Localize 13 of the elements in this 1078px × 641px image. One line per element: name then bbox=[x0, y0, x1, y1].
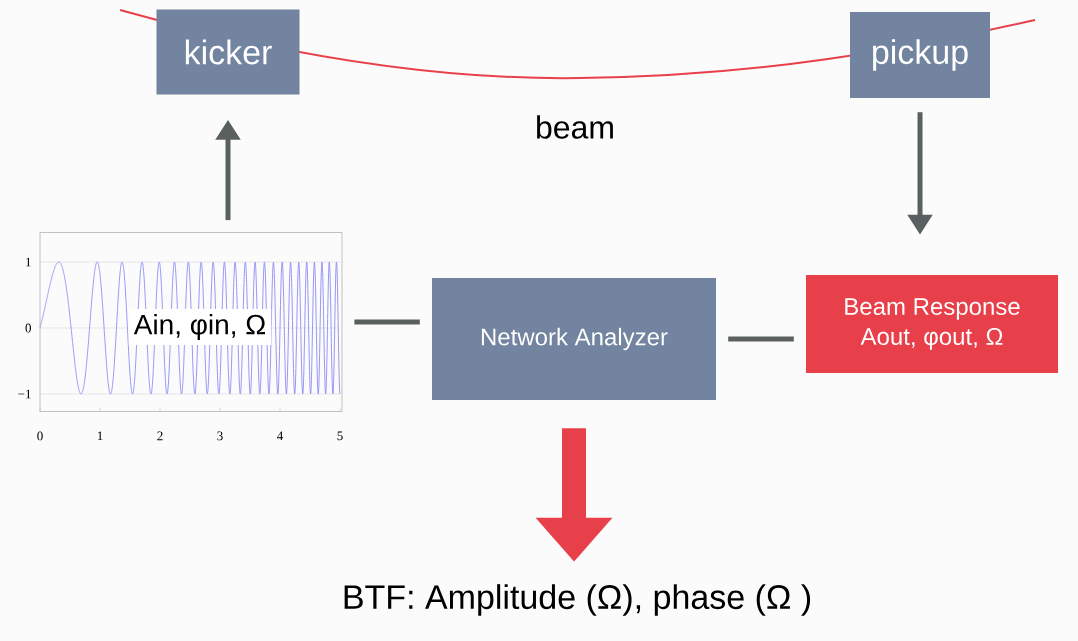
tick-label: 4 bbox=[277, 431, 284, 441]
beam-label: beam bbox=[537, 115, 613, 139]
signal-label: Ain, φin, Ω bbox=[128, 308, 272, 346]
tick-label: 0 bbox=[37, 431, 43, 441]
tick-label: 3 bbox=[217, 431, 223, 441]
response-box: Beam Response Aout, φout, Ω bbox=[806, 275, 1058, 373]
tick-label: 5 bbox=[337, 431, 343, 441]
box: kicker bbox=[156, 9, 300, 95]
box: Network Analyzer bbox=[432, 278, 716, 400]
box: pickup bbox=[850, 12, 990, 98]
tick-label: 2 bbox=[157, 431, 163, 441]
tick-label: 1 bbox=[97, 431, 103, 441]
result-text: BTF: Amplitude (Ω), phase (Ω ) bbox=[344, 584, 811, 616]
